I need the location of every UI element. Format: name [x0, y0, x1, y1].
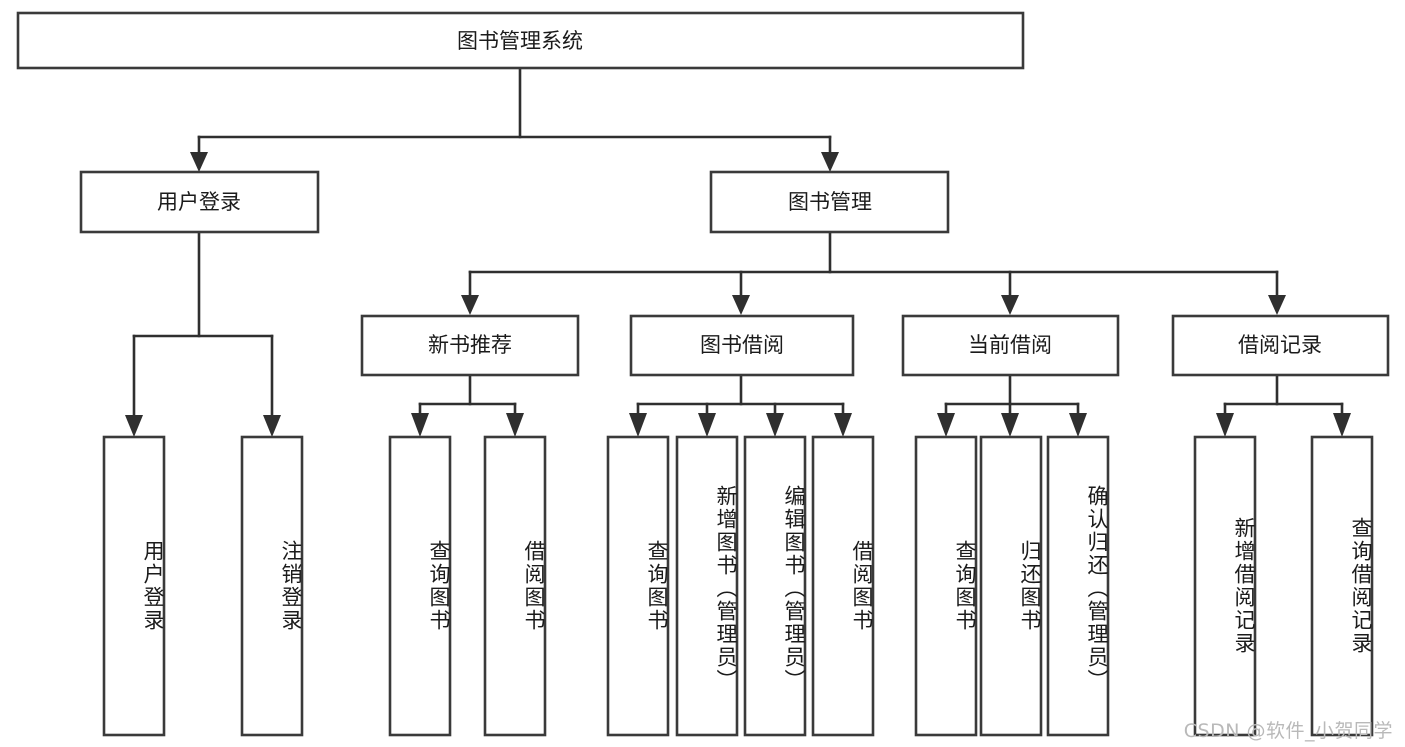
arrow-leaf-logout-login [263, 415, 281, 437]
node-user-login-box[interactable] [79, 170, 320, 234]
arrow-user-login [190, 152, 208, 172]
node-borrow-record-label: 借阅记录 [1238, 333, 1322, 357]
node-leaf-return-book-box[interactable] [979, 435, 1043, 737]
node-root-box[interactable] [16, 11, 1025, 70]
arrow-leaf-query-book-3 [937, 413, 955, 437]
arrow-leaf-user-login [125, 415, 143, 437]
arrow-leaf-borrow-book-2 [834, 413, 852, 437]
arrow-leaf-query-book-2 [629, 413, 647, 437]
node-leaf-confirm-return-box[interactable] [1046, 435, 1110, 737]
arrow-borrow-record [1268, 295, 1286, 315]
node-root[interactable]: 图书管理系统 [16, 11, 1025, 70]
arrow-leaf-return-book [1001, 413, 1019, 437]
node-current-borrow[interactable]: 当前借阅 [901, 314, 1120, 377]
csdn-watermark: CSDN @软件_小贺同学 [1183, 720, 1393, 742]
node-leaf-add-borrow-record-box[interactable] [1193, 435, 1257, 737]
node-user-login-label: 用户登录 [157, 190, 241, 214]
arrow-book-management [821, 152, 839, 172]
node-borrow-record-box[interactable] [1171, 314, 1390, 377]
node-leaf-query-borrow-record-box[interactable] [1310, 435, 1374, 737]
connector-layer [125, 66, 1351, 437]
node-leaf-query-book-3-box[interactable] [914, 435, 978, 737]
node-root-label: 图书管理系统 [457, 29, 583, 53]
node-leaf-edit-book-box[interactable] [743, 435, 807, 737]
arrow-leaf-add-book [698, 413, 716, 437]
arrow-new-book-recommend [461, 295, 479, 315]
node-leaf-user-login-box[interactable] [102, 435, 166, 737]
node-layer: 图书管理系统 用户登录 图书管理 新书推荐 图书借阅 当前 [16, 11, 1390, 737]
arrow-leaf-query-borrow-record [1333, 413, 1351, 437]
node-leaf-add-book-box[interactable] [675, 435, 739, 737]
node-book-borrow-box[interactable] [629, 314, 855, 377]
arrow-current-borrow [1001, 295, 1019, 315]
node-leaf-logout-login-box[interactable] [240, 435, 304, 737]
node-current-borrow-label: 当前借阅 [968, 333, 1052, 357]
arrow-leaf-add-borrow-record [1216, 413, 1234, 437]
node-leaf-borrow-book-1-box[interactable] [483, 435, 547, 737]
node-new-book-recommend-label: 新书推荐 [428, 333, 512, 357]
node-book-management-box[interactable] [709, 170, 950, 234]
node-new-book-recommend-box[interactable] [360, 314, 580, 377]
arrow-book-borrow [732, 295, 750, 315]
node-leaf-query-book-2-box[interactable] [606, 435, 670, 737]
node-borrow-record[interactable]: 借阅记录 [1171, 314, 1390, 377]
node-book-borrow-label: 图书借阅 [700, 333, 784, 357]
arrow-leaf-query-book-1 [411, 413, 429, 437]
node-new-book-recommend[interactable]: 新书推荐 [360, 314, 580, 377]
node-book-management-label: 图书管理 [788, 190, 872, 214]
node-book-borrow[interactable]: 图书借阅 [629, 314, 855, 377]
arrow-leaf-confirm-return [1069, 413, 1087, 437]
node-leaf-query-book-1-box[interactable] [388, 435, 452, 737]
node-user-login[interactable]: 用户登录 [79, 170, 320, 234]
arrow-leaf-edit-book [766, 413, 784, 437]
node-current-borrow-box[interactable] [901, 314, 1120, 377]
node-book-management[interactable]: 图书管理 [709, 170, 950, 234]
arrow-leaf-borrow-book-1 [506, 413, 524, 437]
node-leaf-borrow-book-2-box[interactable] [811, 435, 875, 737]
